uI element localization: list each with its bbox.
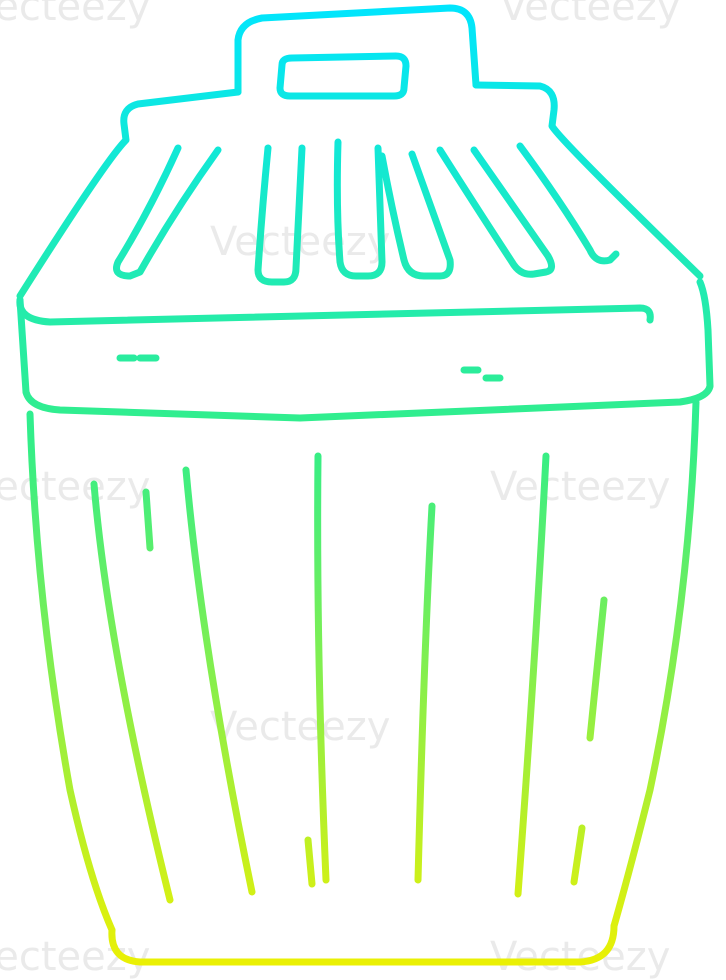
watermark-text: Vecteezy [0, 464, 150, 510]
body-ridge [142, 488, 154, 552]
body-ridge [570, 824, 586, 886]
trash-can-drawing [16, 4, 714, 966]
watermark-text: Vecteezy [500, 0, 680, 30]
watermark-layer: Vecteezy Vecteezy Vecteezy Vecteezy Vect… [0, 0, 680, 980]
body-ridge [514, 452, 550, 898]
lid-rim-bottom [22, 382, 714, 422]
can-body-left [26, 410, 116, 934]
watermark-text: Vecteezy [490, 464, 670, 510]
lid-rib [333, 138, 386, 280]
watermark-text: Vecteezy [0, 0, 150, 30]
can-body-right [610, 398, 700, 930]
body-ridge [414, 502, 436, 884]
lid-rib [113, 144, 222, 280]
watermark-text: Vecteezy [210, 704, 390, 750]
lid-rib [254, 144, 306, 286]
lid-handle-outline [234, 4, 480, 96]
can-body-bottom [108, 922, 618, 966]
body-ridge [314, 452, 330, 884]
lid-rib [436, 146, 555, 278]
lid-dome-outline [16, 88, 242, 300]
lid-dome-outline-right [472, 81, 704, 280]
lid-rib [516, 142, 620, 265]
body-ridge [90, 480, 174, 904]
body-ridge [182, 466, 256, 896]
body-ridge [586, 596, 608, 742]
lid-rim-right [696, 278, 714, 390]
watermark-text: Vecteezy [490, 934, 670, 980]
lid-rim-top [16, 296, 654, 326]
lid-rim-left [16, 296, 30, 396]
body-ridge [304, 836, 316, 888]
lid-rib [378, 150, 454, 280]
lid-handle-slot [276, 52, 410, 100]
